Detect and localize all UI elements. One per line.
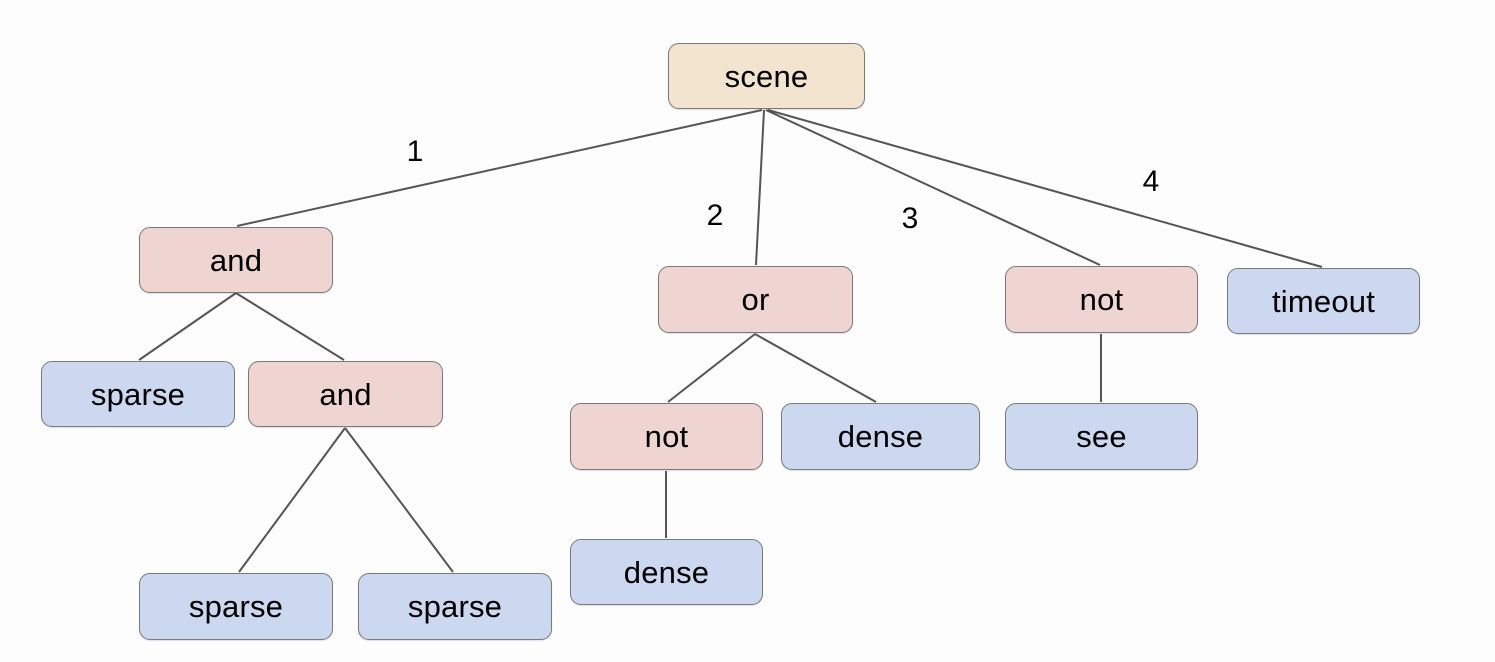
tree-node-scene[interactable]: scene: [668, 43, 865, 109]
tree-edge: [344, 427, 454, 573]
tree-edge: [767, 109, 1323, 268]
tree-node-dense1[interactable]: dense: [781, 403, 980, 470]
tree-node-and2[interactable]: and: [248, 361, 443, 427]
tree-node-sparse1[interactable]: sparse: [41, 361, 235, 427]
tree-edge: [755, 109, 765, 266]
tree-node-or1[interactable]: or: [658, 266, 853, 333]
tree-edge: [236, 109, 763, 227]
tree-node-timeout1[interactable]: timeout: [1227, 268, 1420, 334]
tree-node-not1[interactable]: not: [1005, 266, 1198, 333]
tree-edge: [765, 109, 1101, 266]
tree-node-see1[interactable]: see: [1005, 403, 1198, 470]
tree-node-dense2[interactable]: dense: [570, 539, 763, 605]
tree-node-and1[interactable]: and: [139, 227, 333, 293]
tree-node-sparse2[interactable]: sparse: [139, 573, 333, 640]
tree-node-not2[interactable]: not: [570, 403, 763, 470]
tree-edge: [754, 333, 877, 403]
edge-label-4: 4: [1142, 165, 1160, 198]
edge-label-1: 1: [406, 135, 424, 168]
tree-node-sparse3[interactable]: sparse: [358, 573, 552, 640]
edge-label-3: 3: [901, 202, 919, 235]
tree-edge: [667, 333, 756, 403]
edge-label-2: 2: [706, 199, 724, 232]
tree-edge: [138, 292, 237, 361]
tree-edge: [235, 292, 345, 361]
tree-edge: [238, 427, 346, 573]
